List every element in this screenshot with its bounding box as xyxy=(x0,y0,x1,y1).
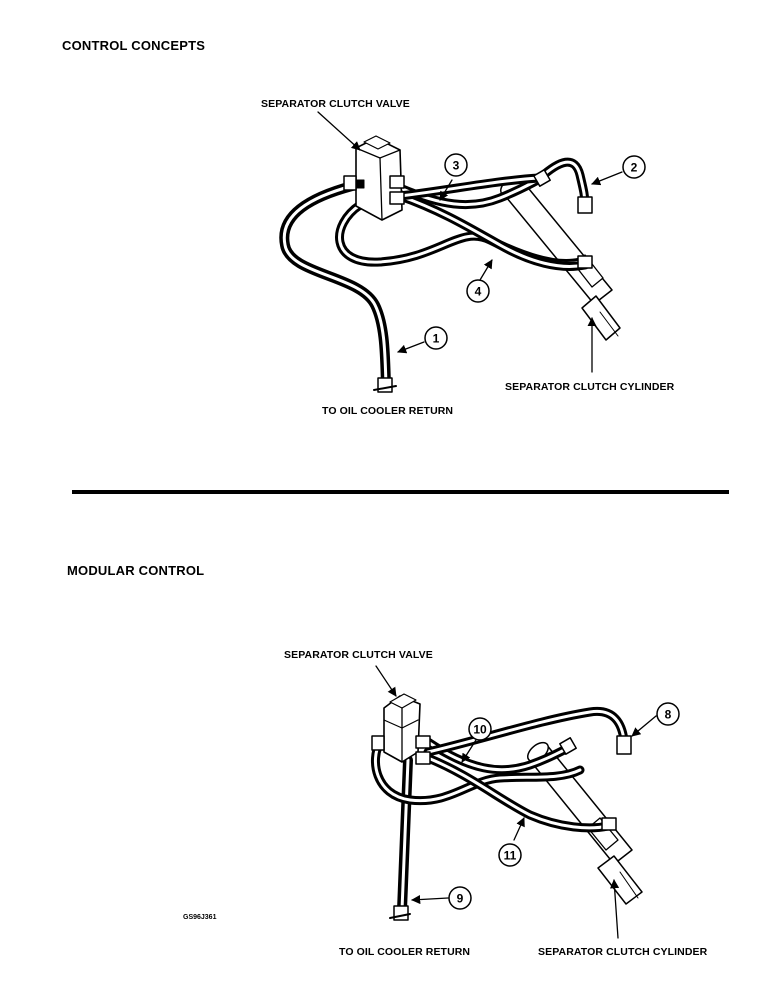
callout-2: 2 xyxy=(622,155,646,179)
callout-1: 1 xyxy=(424,326,448,350)
callout-3: 3 xyxy=(444,153,468,177)
svg-text:8: 8 xyxy=(665,708,672,722)
callout-11: 11 xyxy=(498,843,522,867)
svg-text:2: 2 xyxy=(631,161,638,175)
bottom-hose-9 xyxy=(389,755,413,921)
top-hose-3 xyxy=(395,175,543,210)
bottom-callouts: 8 9 10 11 xyxy=(448,702,680,910)
bottom-hose-lower xyxy=(370,737,585,806)
bottom-hose-8 xyxy=(423,706,632,757)
callout-10: 10 xyxy=(468,717,492,741)
svg-text:11: 11 xyxy=(504,849,517,863)
figure-code: GS96J361 xyxy=(183,914,217,921)
svg-text:10: 10 xyxy=(473,723,487,737)
bottom-clutch-valve xyxy=(371,693,617,831)
svg-text:1: 1 xyxy=(433,332,440,346)
top-figure xyxy=(279,111,623,393)
top-hose-1 xyxy=(279,181,397,393)
callout-4: 4 xyxy=(466,279,490,303)
bottom-valve-label: SEPARATOR CLUTCH VALVE xyxy=(284,649,433,661)
bottom-figure xyxy=(370,665,657,939)
svg-text:4: 4 xyxy=(475,285,482,299)
bottom-hose-11 xyxy=(423,753,613,833)
top-hose-4 xyxy=(335,191,590,271)
top-cylinder-label: SEPARATOR CLUTCH CYLINDER xyxy=(505,381,675,393)
bottom-return-label: TO OIL COOLER RETURN xyxy=(339,946,471,958)
section-heading-modular-control: MODULAR CONTROL xyxy=(67,563,205,578)
section-heading-control-concepts: CONTROL CONCEPTS xyxy=(62,38,206,53)
svg-text:3: 3 xyxy=(453,159,460,173)
top-hose-2 xyxy=(395,157,593,214)
top-return-label: TO OIL COOLER RETURN xyxy=(322,405,454,417)
top-valve-label: SEPARATOR CLUTCH VALVE xyxy=(261,98,410,110)
callout-8: 8 xyxy=(656,702,680,726)
callout-9: 9 xyxy=(448,886,472,910)
svg-text:9: 9 xyxy=(457,892,464,906)
bottom-cylinder-label: SEPARATOR CLUTCH CYLINDER xyxy=(538,946,708,958)
bottom-hose-10 xyxy=(423,737,573,775)
top-clutch-valve xyxy=(343,135,593,269)
top-callouts: 1 2 3 4 xyxy=(424,153,646,350)
